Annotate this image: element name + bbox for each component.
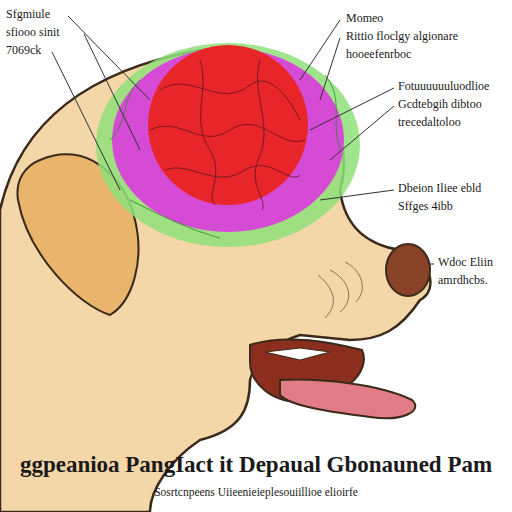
snout-wrinkles [318,262,362,318]
leader-lines [52,16,434,264]
callout-label: Dbeion Iliee ebld [398,182,481,196]
dog-nose [386,244,430,296]
diagram-caption: Sosrtcnpeens Uiieenieieplesouiillioe eli… [0,486,512,499]
callout-label: Sffges 4ibb [398,200,453,214]
callout-label: 7069ck [6,44,41,58]
brain-folds [150,60,305,210]
callout-label: trecedaltoloo [398,116,461,130]
callout-label: sfiooo sinit [6,26,60,40]
diagram-title: ggpeanioa PangIact it Depaual Gbonauned … [0,452,512,478]
callout-label: Gcdtebgih dibtoo [398,98,482,112]
brain-veins [110,75,340,238]
callout-label: Rittio floclgy algionare [346,30,458,44]
brain-core [148,45,308,205]
callout-label: Wdoc Eliin [438,256,493,270]
callout-label: amrdhcbs. [438,274,488,288]
dog-tongue [280,380,415,419]
callout-label: hooeefenrboc [346,48,411,62]
dog-teeth [265,348,330,360]
callout-label: Fotuuuuuuluodlioe [398,80,489,94]
callout-label: Momeo [346,12,383,26]
brain-halo [96,43,360,247]
callout-label: Sfgmiule [6,8,50,22]
